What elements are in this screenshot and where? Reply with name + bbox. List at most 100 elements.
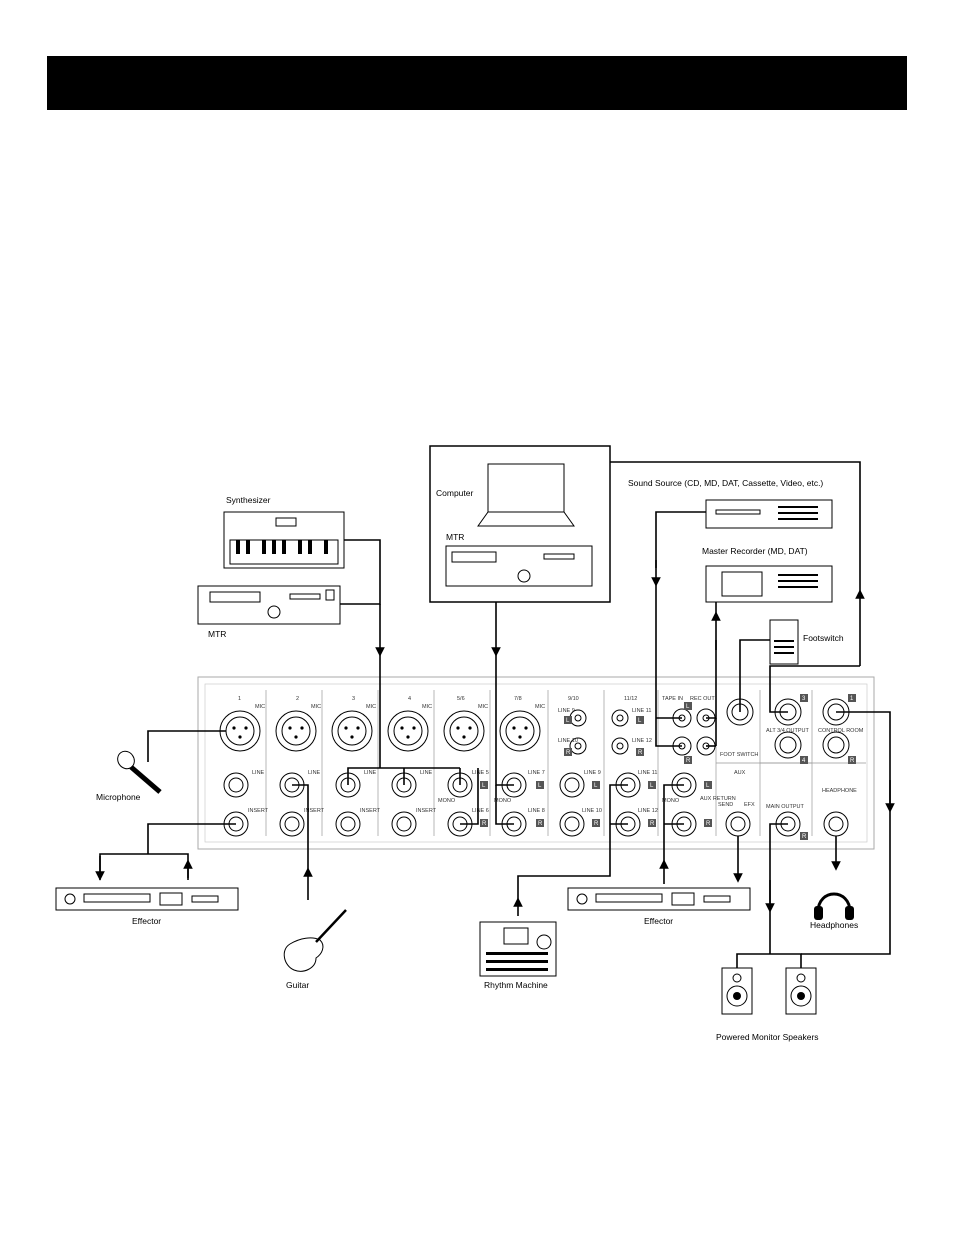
master-recorder-label: Master Recorder (MD, DAT) — [702, 546, 808, 556]
l-badge: L — [538, 783, 542, 789]
sound-source-icon — [705, 499, 833, 529]
mtr-center-icon — [445, 545, 593, 587]
aux-return-label: AUX RETURN — [700, 796, 736, 802]
ch2-label: 2 — [296, 696, 299, 702]
mono-label: MONO — [438, 798, 456, 804]
headphones-label: Headphones — [810, 920, 858, 930]
ch56-label: 5/6 — [457, 696, 465, 702]
mic-label: MIC — [311, 704, 321, 710]
line12-label: LINE 12 — [638, 808, 658, 814]
mono-label: MONO — [662, 798, 680, 804]
line11-label: LINE 11 — [638, 770, 657, 776]
line-label: LINE — [308, 770, 321, 776]
l-badge: L — [566, 718, 570, 724]
r-badge: R — [850, 758, 855, 764]
insert-label: INSERT — [416, 808, 437, 814]
ch910-label: 9/10 — [568, 696, 579, 702]
l-badge: L — [482, 783, 486, 789]
xlr-jacks — [219, 710, 541, 752]
powered-monitor-speakers-label: Powered Monitor Speakers — [716, 1032, 819, 1042]
line7-label: LINE 7 — [528, 770, 545, 776]
ch4-label: 4 — [408, 696, 411, 702]
r-badge: R — [594, 821, 599, 827]
mtr-left-icon — [197, 585, 341, 625]
synthesizer-icon — [223, 511, 345, 569]
line-label: LINE — [252, 770, 265, 776]
line12-label: LINE 12 — [632, 738, 652, 744]
footswitch-icon — [769, 619, 799, 665]
connection-wires — [95, 461, 895, 968]
ch78-label: 7/8 — [514, 696, 522, 702]
mixer-rear-panel: 1 MIC 2 MIC 3 MIC 4 MIC 5/6 MIC 7/8 MIC … — [197, 676, 875, 850]
r-badge: R — [566, 750, 571, 756]
r-badge: R — [686, 758, 691, 764]
microphone-label: Microphone — [96, 792, 141, 802]
r-badge: R — [650, 821, 655, 827]
rca-jacks — [569, 708, 716, 756]
line11-label: LINE 11 — [632, 708, 651, 714]
l-badge: L — [686, 704, 690, 710]
mtr-left-label: MTR — [208, 629, 226, 639]
send-label: SEND — [718, 802, 733, 808]
l-badge: L — [706, 783, 710, 789]
mono-label: MONO — [494, 798, 512, 804]
lr-badges — [480, 694, 856, 840]
line5-label: LINE 5 — [472, 770, 489, 776]
line-label: LINE — [364, 770, 377, 776]
n4-badge: 4 — [802, 758, 806, 764]
insert-label: INSERT — [360, 808, 381, 814]
rhythm-machine-label: Rhythm Machine — [484, 980, 548, 990]
powered-monitor-speakers-icon — [721, 967, 817, 1015]
line10-label: LINE 10 — [558, 738, 578, 744]
l-badge: L — [594, 783, 598, 789]
line6-label: LINE 6 — [472, 808, 489, 814]
mic-label: MIC — [422, 704, 432, 710]
computer-label: Computer — [436, 488, 473, 498]
alt34-output-label: ALT 3/4 OUTPUT — [766, 728, 810, 734]
ch3-label: 3 — [352, 696, 355, 702]
l-badge: L — [638, 718, 642, 724]
main-output-label: MAIN OUTPUT — [766, 804, 805, 810]
mtr-center-label: MTR — [446, 532, 464, 542]
headphone-label: HEADPHONE — [822, 788, 857, 794]
r-badge: R — [802, 834, 807, 840]
mic-label: MIC — [535, 704, 545, 710]
effector-left-icon — [55, 887, 239, 911]
guitar-label: Guitar — [286, 980, 309, 990]
footswitch-label: Footswitch — [803, 633, 844, 643]
r-badge: R — [538, 821, 543, 827]
foot-switch-label: FOOT SWITCH — [720, 752, 758, 758]
aux-label: AUX — [734, 770, 746, 776]
synthesizer-label: Synthesizer — [226, 495, 271, 505]
rec-out-label: REC OUT — [690, 696, 715, 702]
effector-left-label: Effector — [132, 916, 161, 926]
n3-badge: 3 — [802, 696, 806, 702]
r-badge: R — [706, 821, 711, 827]
line10-label: LINE 10 — [582, 808, 602, 814]
insert-label: INSERT — [248, 808, 269, 814]
line-label: LINE — [420, 770, 433, 776]
guitar-icon — [283, 909, 347, 972]
mic-label: MIC — [255, 704, 265, 710]
rhythm-machine-icon — [479, 921, 557, 977]
line8-label: LINE 8 — [528, 808, 545, 814]
efx-label: EFX — [744, 802, 755, 808]
n1-badge: 1 — [850, 696, 854, 702]
header-bar — [47, 56, 907, 110]
effector-right-label: Effector — [644, 916, 673, 926]
r-badge: R — [482, 821, 487, 827]
headphones-icon — [814, 892, 854, 920]
ch1-label: 1 — [238, 696, 241, 702]
l-badge: L — [650, 783, 654, 789]
line9-label: LINE 9 — [558, 708, 575, 714]
ch1112-label: 11/12 — [624, 696, 637, 702]
master-recorder-icon — [705, 565, 833, 603]
r-badge: R — [638, 750, 643, 756]
mic-label: MIC — [366, 704, 376, 710]
microphone-icon — [117, 750, 162, 794]
mic-label: MIC — [478, 704, 488, 710]
tape-in-label: TAPE IN — [662, 696, 683, 702]
sound-source-label: Sound Source (CD, MD, DAT, Cassette, Vid… — [628, 478, 823, 488]
computer-icon — [477, 463, 575, 527]
